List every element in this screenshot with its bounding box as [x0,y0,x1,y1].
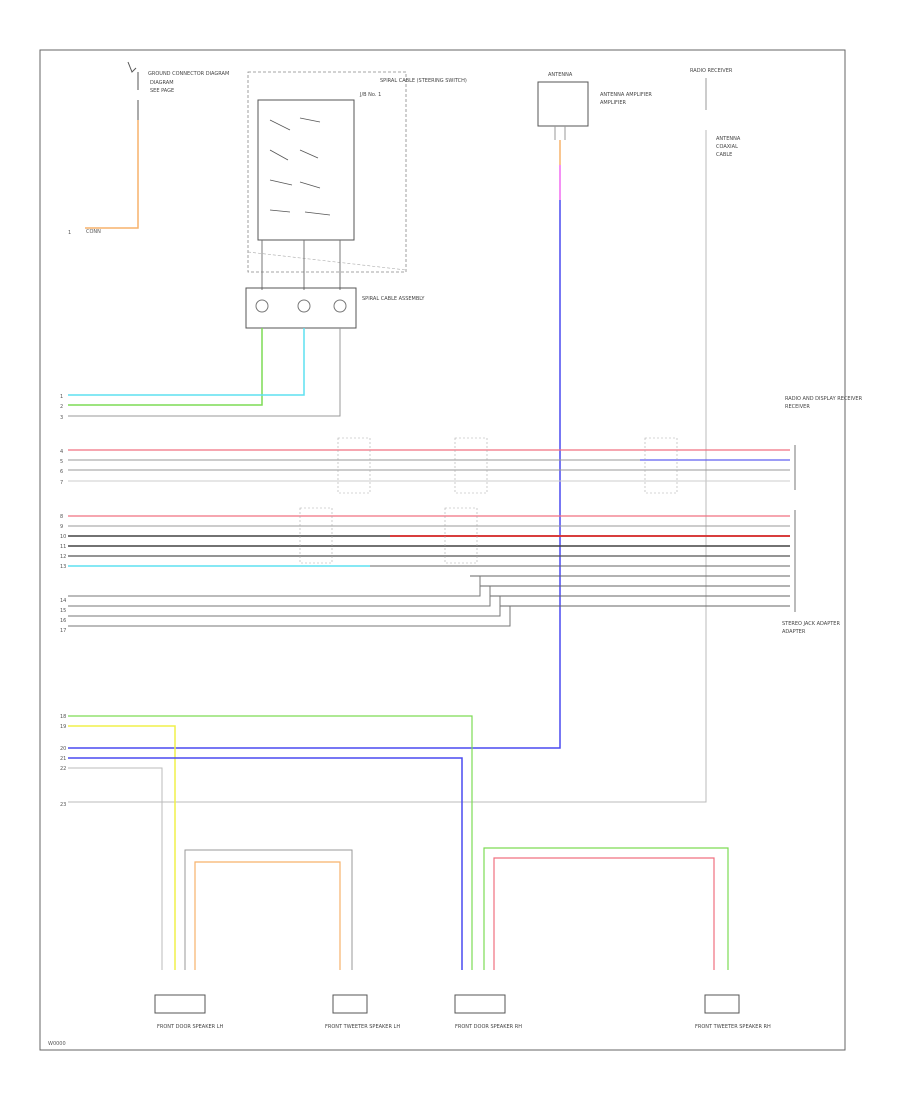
svg-text:FRONT DOOR SPEAKER RH: FRONT DOOR SPEAKER RH [455,1024,522,1030]
svg-text:RECEIVER: RECEIVER [785,404,810,410]
front-door-speaker-lh: FRONT DOOR SPEAKER LH [154,994,224,1030]
antenna-label: ANTENNA [548,72,573,78]
front-tweeter-lh: FRONT TWEETER SPEAKER LH [325,994,400,1030]
wire-lh-loop-gray [184,849,353,970]
wire-blue-speaker-2 [68,757,463,970]
svg-text:19: 19 [60,724,66,730]
antenna-amp-label: ANTENNA AMPLIFIER [600,92,652,98]
svg-text:COAXIAL: COAXIAL [716,144,738,150]
svg-text:13: 13 [60,564,66,570]
wire-rh-loop-red [493,857,715,970]
svg-text:20: 20 [60,746,66,752]
steering-switch-block: J/B No. 1 SPIRAL CABLE (STEERING SWITCH) [247,71,467,290]
wire-rh-loop-green [483,847,729,970]
svg-text:22: 22 [60,766,66,772]
svg-text:AMPLIFIER: AMPLIFIER [600,100,627,106]
svg-text:5: 5 [60,459,63,465]
ground-connector-top-left: GROUND CONNECTOR DIAGRAM DIAGRAM SEE PAG… [68,61,229,236]
svg-text:17: 17 [60,628,66,634]
svg-text:FRONT DOOR SPEAKER LH: FRONT DOOR SPEAKER LH [157,1024,224,1030]
left-connector-pins: 1 2 3 4 5 6 7 8 9 10 11 12 13 14 15 16 1… [60,394,66,808]
svg-text:7: 7 [60,480,63,486]
front-door-speaker-rh: FRONT DOOR SPEAKER RH [454,994,522,1030]
svg-text:11: 11 [60,544,66,550]
wire-yellow-speaker [68,725,176,970]
svg-text:15: 15 [60,608,66,614]
spiral-cable-label: SPIRAL CABLE ASSEMBLY [362,296,425,302]
svg-text:ANTENNA: ANTENNA [716,136,741,142]
svg-text:CONN: CONN [86,229,101,235]
svg-text:FRONT TWEETER SPEAKER LH: FRONT TWEETER SPEAKER LH [325,1024,400,1030]
svg-text:12: 12 [60,554,66,560]
bus-group-2: STEREO JACK ADAPTER ADAPTER [68,507,840,635]
svg-text:DIAGRAM: DIAGRAM [150,80,174,86]
svg-text:1: 1 [68,230,71,236]
wire-gray-speaker [68,767,163,970]
diagram-border [39,49,846,1051]
svg-text:18: 18 [60,714,66,720]
wire-green-spiral [68,328,263,406]
bus-group-1: RADIO AND DISPLAY RECEIVER RECEIVER [68,396,863,494]
svg-text:FRONT TWEETER SPEAKER RH: FRONT TWEETER SPEAKER RH [695,1024,771,1030]
right-receiver-label: RADIO AND DISPLAY RECEIVER [785,396,863,402]
ground-label: GROUND CONNECTOR DIAGRAM [148,71,229,77]
antenna-amplifier: ANTENNA ANTENNA AMPLIFIER AMPLIFIER [537,72,652,140]
wire-cyan-spiral [68,328,305,396]
radio-receiver: RADIO RECEIVER ANTENNA COAXIAL CABLE [68,68,741,803]
steering-switch-label: SPIRAL CABLE (STEERING SWITCH) [380,78,467,84]
svg-text:6: 6 [60,469,63,475]
wire-blue-antenna [68,200,561,749]
page-code: W0000 [48,1041,66,1047]
wire-green-speaker [68,715,473,970]
spiral-cable: SPIRAL CABLE ASSEMBLY [245,287,425,329]
wire-lh-loop-orange [194,861,341,970]
svg-text:9: 9 [60,524,63,530]
svg-text:1: 1 [60,394,63,400]
svg-text:J/B No. 1: J/B No. 1 [359,92,381,98]
wire-gray-spiral [68,328,341,417]
svg-text:ADAPTER: ADAPTER [782,629,806,635]
svg-text:SEE PAGE: SEE PAGE [150,88,174,94]
stereo-jack-label: STEREO JACK ADAPTER [782,621,840,627]
svg-text:23: 23 [60,802,66,808]
svg-text:16: 16 [60,618,66,624]
svg-text:4: 4 [60,449,63,455]
radio-receiver-label: RADIO RECEIVER [690,68,733,74]
svg-text:8: 8 [60,514,63,520]
front-tweeter-rh: FRONT TWEETER SPEAKER RH [695,994,771,1030]
svg-text:21: 21 [60,756,66,762]
svg-text:10: 10 [60,534,66,540]
svg-text:3: 3 [60,415,63,421]
svg-text:14: 14 [60,598,66,604]
svg-text:CABLE: CABLE [716,152,732,158]
svg-text:2: 2 [60,404,63,410]
bus-group-3 [68,576,511,627]
